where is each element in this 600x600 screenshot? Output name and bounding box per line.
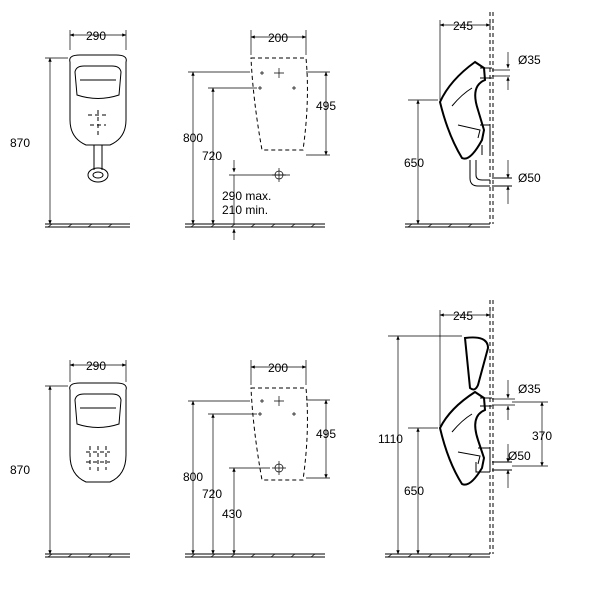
top-plan-min-label: 210 min. [222,203,268,217]
bottom-front-view: 290 870 [10,359,130,558]
bottom-side-view: 245 Ø35 1110 650 370 Ø50 [378,300,552,558]
top-front-view: 290 870 [10,29,130,228]
top-plan-max-label: 290 max. [222,189,271,203]
top-plan-800-label: 800 [183,131,203,145]
top-plan-width-label: 200 [268,31,288,45]
top-plan-495-label: 495 [316,99,336,113]
bottom-side-height-label: 650 [404,484,424,498]
bottom-plan-495-label: 495 [316,427,336,441]
top-front-width-label: 290 [86,29,106,43]
top-side-outlet-label: Ø50 [518,171,541,185]
bottom-side-depth-label: 245 [453,309,473,323]
top-plan-view: 200 495 800 720 290 max. 210 min. [183,30,336,240]
top-side-view: 245 Ø35 650 Ø50 [404,12,541,228]
bottom-side-outlet-label: Ø50 [508,449,531,463]
top-side-height-label: 650 [404,156,424,170]
top-side-inlet-label: Ø35 [518,53,541,67]
bottom-plan-800-label: 800 [183,470,203,484]
bottom-side-370-label: 370 [532,429,552,443]
bottom-plan-720-label: 720 [202,487,222,501]
bottom-front-height-label: 870 [10,463,30,477]
bottom-plan-430-label: 430 [222,507,242,521]
top-front-height-label: 870 [10,136,30,150]
top-plan-720-label: 720 [202,149,222,163]
bottom-side-inlet-label: Ø35 [518,382,541,396]
bottom-plan-width-label: 200 [268,361,288,375]
bottom-plan-view: 200 495 800 720 430 [183,360,336,558]
top-side-depth-label: 245 [453,19,473,33]
bottom-side-total-label: 1110 [378,432,403,446]
bottom-front-width-label: 290 [86,359,106,373]
